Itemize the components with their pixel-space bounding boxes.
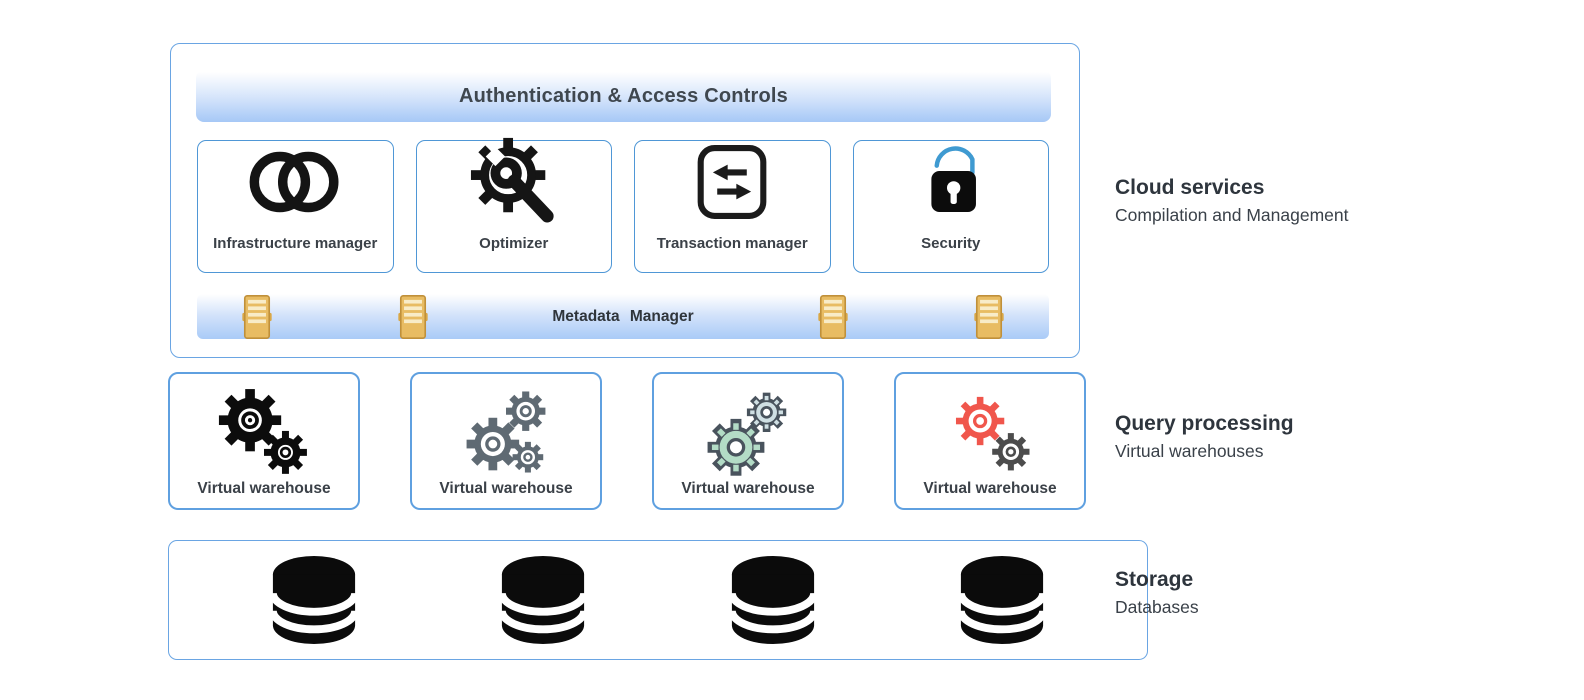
metadata-manager-band: Metadata Manager: [197, 294, 1049, 339]
virtual-warehouse-box-2: Virtual warehouse: [410, 372, 602, 510]
query-processing-title: Query processing: [1115, 412, 1294, 435]
outline-gears-icon: [460, 386, 552, 478]
service-label: Security: [921, 234, 981, 252]
gold-server-icon: [974, 294, 1004, 339]
red-gears-icon: [945, 386, 1035, 478]
service-label: Optimizer: [479, 234, 549, 252]
storage-layer: [168, 540, 1148, 660]
gold-server-icon: [398, 294, 428, 339]
storage-label-block: Storage Databases: [1115, 568, 1535, 618]
metadata-manager-label: Metadata Manager: [552, 307, 694, 325]
swap-arrows-icon: [692, 141, 772, 222]
service-box-security: Security: [852, 140, 1049, 273]
service-box-transaction-manager: Transaction manager: [634, 140, 831, 273]
auth-access-banner: Authentication & Access Controls: [196, 70, 1051, 122]
cloud-services-label-block: Cloud services Compilation and Managemen…: [1115, 176, 1535, 226]
query-processing-subtitle: Virtual warehouses: [1115, 441, 1264, 461]
cloud-services-title: Cloud services: [1115, 176, 1265, 199]
database-cylinder-icon: [957, 555, 1048, 645]
warehouse-label: Virtual warehouse: [439, 480, 573, 497]
query-processing-layer: Virtual warehouse: [168, 372, 1086, 510]
virtual-warehouse-box-1: Virtual warehouse: [168, 372, 360, 510]
gold-server-icon: [818, 294, 848, 339]
black-gears-icon: [216, 386, 312, 478]
database-cylinder-icon: [727, 555, 818, 645]
gold-server-icon: [242, 294, 272, 339]
cloud-services-subtitle: Compilation and Management: [1115, 205, 1349, 225]
database-cylinder-icon: [268, 555, 359, 645]
cloud-services-layer: Authentication & Access Controls Infrast…: [170, 43, 1080, 358]
service-label: Infrastructure manager: [213, 234, 378, 252]
storage-title: Storage: [1115, 568, 1194, 591]
open-padlock-icon: [910, 136, 992, 222]
service-label: Transaction manager: [656, 234, 808, 252]
warehouse-label: Virtual warehouse: [197, 480, 331, 497]
service-box-infrastructure-manager: Infrastructure manager: [197, 140, 394, 273]
storage-subtitle: Databases: [1115, 597, 1199, 617]
database-cylinder-icon: [498, 555, 589, 645]
virtual-warehouse-box-4: Virtual warehouse: [894, 372, 1086, 510]
gear-wrench-icon: [469, 136, 559, 223]
overlapping-rings-icon: [245, 141, 345, 222]
cloud-services-row: Infrastructure manager Optimizer: [197, 137, 1049, 273]
warehouse-label: Virtual warehouse: [681, 480, 815, 497]
virtual-warehouse-box-3: Virtual warehouse: [652, 372, 844, 510]
teal-gears-icon: [701, 386, 795, 478]
warehouse-label: Virtual warehouse: [923, 480, 1057, 497]
service-box-optimizer: Optimizer: [415, 137, 612, 273]
auth-access-banner-title: Authentication & Access Controls: [458, 84, 789, 107]
query-processing-label-block: Query processing Virtual warehouses: [1115, 412, 1535, 462]
